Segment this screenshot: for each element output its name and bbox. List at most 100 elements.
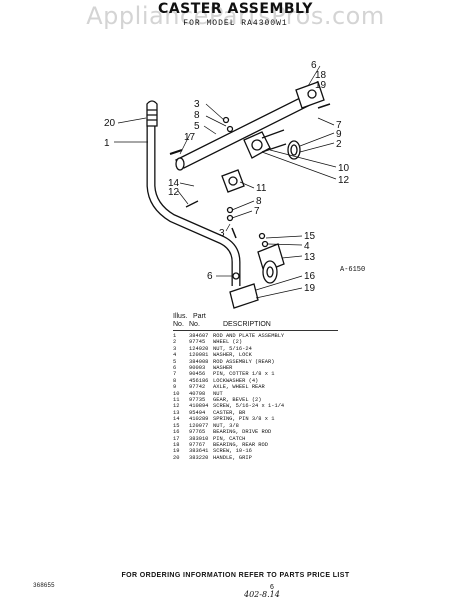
header-illus: Illus. — [173, 313, 188, 320]
handwritten-note: 402-8.14 — [244, 590, 280, 599]
handle-grip — [146, 100, 158, 127]
callout-8b: 8 — [256, 196, 262, 207]
callout-15: 15 — [304, 231, 316, 242]
callout-7: 7 — [336, 120, 342, 131]
callout-8: 8 — [194, 110, 200, 121]
header-part: Part — [193, 313, 206, 320]
ordering-note: FOR ORDERING INFORMATION REFER TO PARTS … — [121, 572, 350, 579]
gear-housing — [243, 129, 287, 159]
part-description: CASTER, BR — [213, 409, 246, 416]
bevel-gear — [221, 169, 245, 193]
illus-number: 17 — [173, 435, 180, 442]
parts-header-line1: Illus. Part — [173, 313, 338, 321]
part-number: 120077 — [189, 422, 209, 429]
illus-number: 14 — [173, 416, 180, 423]
callout-18: 18 — [315, 70, 327, 81]
part-number: 40798 — [189, 390, 206, 397]
callout-12b: 12 — [168, 187, 180, 198]
part-description: PIN, CATCH — [213, 435, 246, 442]
part-description: ROD AND PLATE ASSEMBLY — [213, 333, 285, 339]
parts-row: 13 95494 CASTER, BR — [173, 410, 338, 416]
part-description: AXLE, WHEEL REAR — [213, 384, 265, 391]
drive-rod-bearing — [229, 283, 259, 309]
part-description: NUT, 3/8 — [213, 422, 239, 429]
callout-17: 17 — [184, 132, 196, 143]
part-number: 95494 — [189, 409, 206, 416]
parts-header-line2: No. No. DESCRIPTION — [173, 321, 338, 329]
part-number: 456186 — [189, 377, 209, 384]
header-no: No. — [173, 321, 184, 328]
header-description: DESCRIPTION — [223, 321, 271, 328]
parts-row: 9 97742 AXLE, WHEEL REAR — [173, 384, 338, 390]
header-rule — [173, 330, 338, 331]
callout-14: 14 — [168, 178, 180, 189]
illus-number: 13 — [173, 409, 180, 416]
illus-number: 12 — [173, 403, 180, 410]
callout-1: 1 — [104, 138, 110, 149]
part-description: ROD ASSEMBLY (REAR) — [213, 358, 275, 365]
watermark-text: AppliancePartsPros.com — [86, 2, 385, 30]
illus-number: 2 — [173, 339, 177, 346]
illus-number: 5 — [173, 358, 177, 365]
illus-number: 7 — [173, 371, 177, 378]
illus-number: 10 — [173, 390, 180, 397]
caster — [257, 243, 285, 284]
callout-13: 13 — [304, 252, 316, 263]
wheel — [287, 140, 301, 160]
callout-20: 20 — [104, 118, 116, 129]
illus-number: 6 — [173, 365, 177, 372]
part-description: HANDLE, GRIP — [213, 454, 252, 461]
part-number: 97742 — [189, 384, 206, 391]
callout-5: 5 — [194, 121, 200, 132]
callout-6: 6 — [311, 60, 317, 71]
illus-number: 20 — [173, 454, 180, 461]
leader-lines — [114, 65, 337, 299]
part-description: WASHER, LOCK — [213, 352, 252, 359]
part-description: SCREW, 10-16 — [213, 448, 252, 455]
illus-number: 4 — [173, 352, 177, 359]
part-description: WASHER — [213, 365, 233, 372]
illus-number: 9 — [173, 384, 177, 391]
part-description: BEARING, REAR ROD — [213, 441, 268, 448]
figure-reference: A-6150 — [340, 266, 365, 274]
illus-number: 19 — [173, 448, 180, 455]
part-number: 410289 — [189, 416, 209, 423]
callout-16: 16 — [304, 271, 316, 282]
part-description: GEAR, BEVEL (2) — [213, 397, 262, 404]
page-title: CASTER ASSEMBLY — [158, 1, 313, 17]
part-number: 90003 — [189, 365, 206, 372]
part-description: BEARING, DRIVE ROD — [213, 429, 272, 436]
callout-19: 19 — [315, 80, 327, 91]
parts-row: 15 120077 NUT, 3/8 — [173, 423, 338, 429]
parts-row: 6 90003 WASHER — [173, 365, 338, 371]
caster-assembly-diagram: 6 18 19 3 8 5 17 20 1 7 9 2 10 12 14 12 … — [104, 60, 365, 309]
callout-10: 10 — [338, 163, 350, 174]
part-number: 383220 — [189, 454, 209, 461]
part-description: SPRING, PIN 3/8 x 1 — [213, 416, 275, 423]
part-number: 90456 — [189, 371, 206, 378]
illus-number: 16 — [173, 429, 180, 436]
spring-pin — [185, 200, 199, 208]
model-subtitle: FOR MODEL RA4300W1 — [183, 19, 288, 28]
rear-rod-bearing — [295, 81, 325, 109]
part-description: NUT, 5/16-24 — [213, 345, 252, 352]
page-number: 6 — [270, 584, 274, 591]
callout-12: 12 — [338, 175, 350, 186]
part-description: SCREW, 5/16-24 x 1-1/4 — [213, 403, 285, 410]
illus-number: 3 — [173, 345, 177, 352]
callout-3b: 3 — [219, 228, 225, 239]
illus-number: 15 — [173, 422, 180, 429]
illus-number: 8 — [173, 377, 177, 384]
